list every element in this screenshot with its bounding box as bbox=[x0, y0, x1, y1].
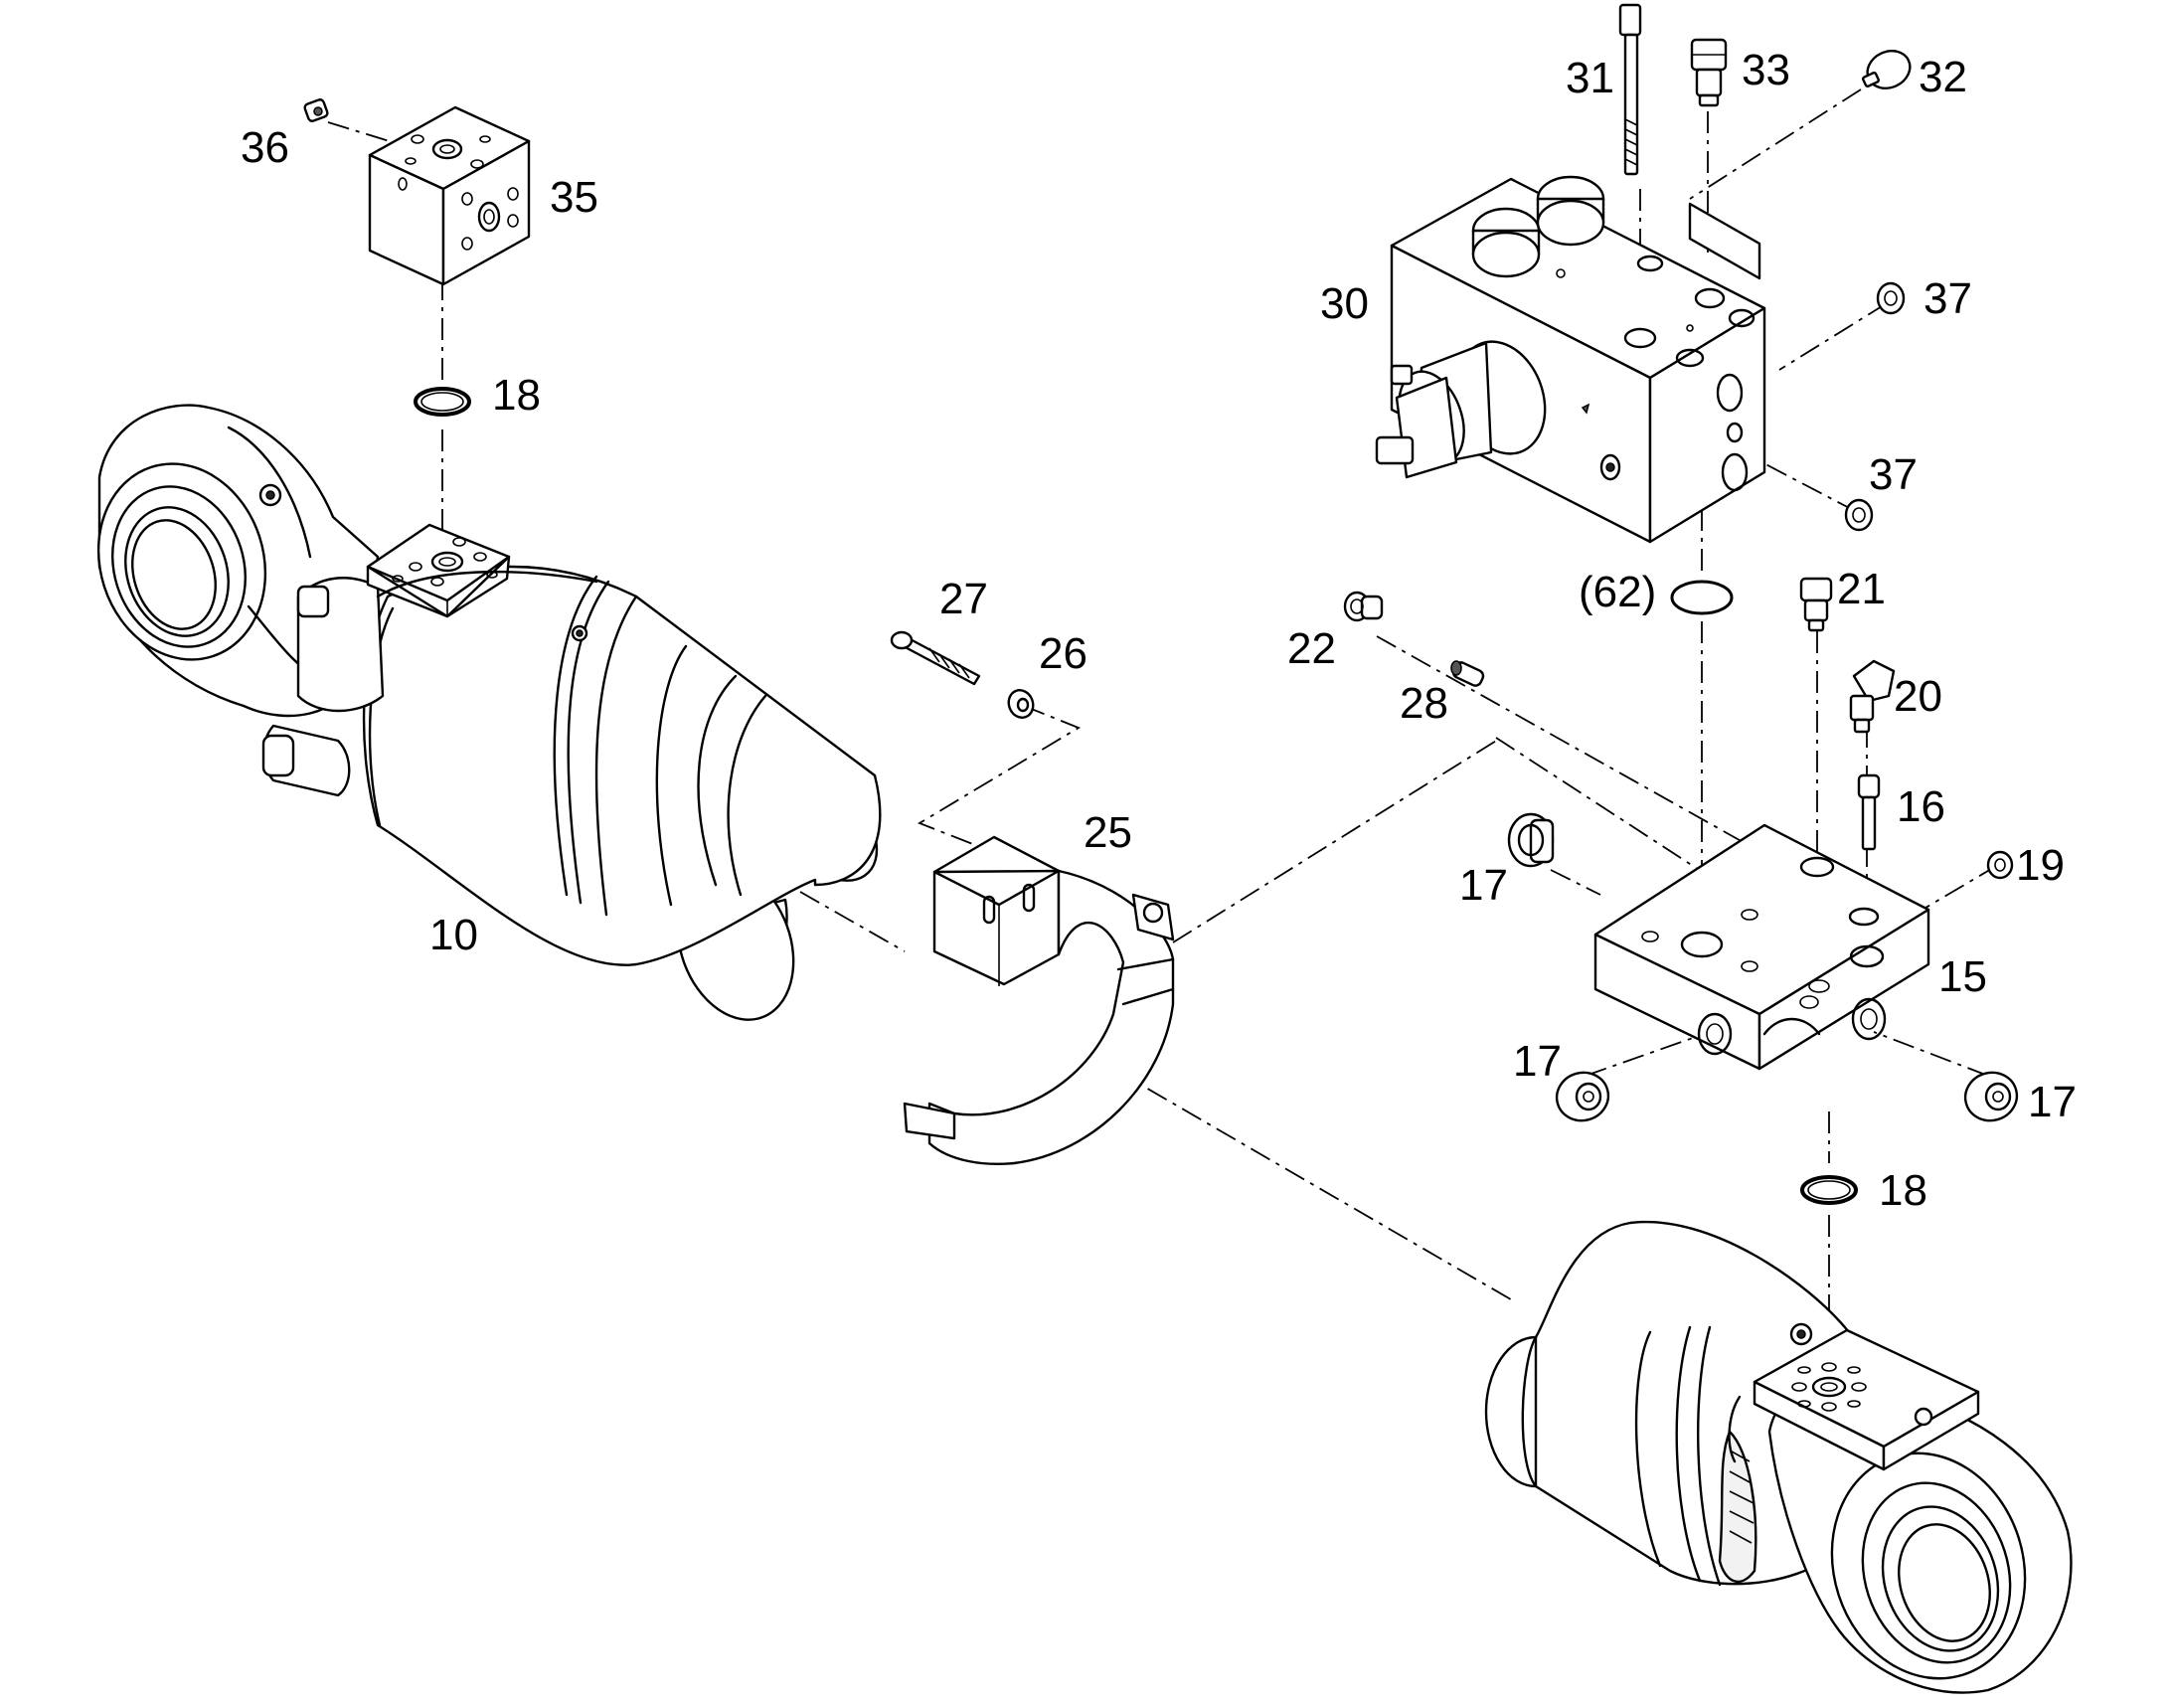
part-18-o-ring-upper bbox=[414, 387, 471, 417]
label-22: 22 bbox=[1287, 624, 1336, 673]
label-18-lower: 18 bbox=[1879, 1166, 1927, 1215]
label-19: 19 bbox=[2016, 841, 2065, 890]
part-36-plug bbox=[303, 98, 329, 122]
label-36: 36 bbox=[241, 123, 289, 172]
part-62-o-ring bbox=[1670, 580, 1734, 615]
label-21: 21 bbox=[1837, 565, 1886, 613]
part-33-fitting bbox=[1690, 38, 1728, 107]
label-15: 15 bbox=[1938, 952, 1987, 1001]
label-17-lower-right: 17 bbox=[2028, 1078, 2077, 1126]
label-17-upper: 17 bbox=[1459, 861, 1508, 910]
part-27-bolt bbox=[890, 630, 981, 686]
label-33: 33 bbox=[1742, 46, 1790, 94]
part-16-bolt bbox=[1857, 773, 1881, 851]
part-25-clamp bbox=[903, 835, 1175, 1165]
part-17-plug-upper bbox=[1507, 812, 1555, 868]
part-15-manifold-block bbox=[1593, 823, 1930, 1071]
label-30: 30 bbox=[1320, 279, 1369, 328]
label-20: 20 bbox=[1894, 672, 1942, 721]
part-28-orifice bbox=[1450, 660, 1485, 687]
label-28: 28 bbox=[1400, 679, 1448, 728]
label-18-upper: 18 bbox=[492, 371, 541, 420]
label-25: 25 bbox=[1084, 808, 1132, 857]
label-35: 35 bbox=[550, 173, 598, 222]
part-10-cylinder-head bbox=[96, 404, 882, 1021]
part-20-elbow-fitting bbox=[1849, 659, 1896, 734]
label-31: 31 bbox=[1566, 54, 1614, 102]
label-17-lower-left: 17 bbox=[1513, 1037, 1562, 1086]
part-31-long-bolt bbox=[1618, 3, 1642, 176]
label-16: 16 bbox=[1897, 782, 1945, 831]
part-32-cap bbox=[1862, 50, 1912, 89]
label-10: 10 bbox=[429, 911, 478, 959]
label-37-upper: 37 bbox=[1923, 274, 1972, 323]
part-30-valve-block bbox=[1375, 175, 1766, 544]
part-37-plug-upper bbox=[1876, 281, 1906, 315]
part-35-adapter-block bbox=[368, 105, 531, 286]
part-26-washer bbox=[1007, 689, 1035, 719]
label-37-lower: 37 bbox=[1869, 450, 1918, 499]
lower-cylinder-assembly bbox=[1484, 1220, 2073, 1694]
part-21-fitting bbox=[1799, 577, 1833, 632]
callout-labels: 36 35 18 10 27 26 25 22 28 30 31 33 32 3… bbox=[241, 46, 2077, 1215]
label-26: 26 bbox=[1039, 629, 1087, 678]
part-17-plug-lower-left bbox=[1555, 1071, 1610, 1122]
label-27: 27 bbox=[939, 575, 988, 623]
part-19-plug bbox=[1986, 850, 2014, 880]
part-17-plug-lower-right bbox=[1963, 1071, 2019, 1122]
part-37-plug-lower bbox=[1844, 498, 1874, 532]
part-18-o-ring-lower bbox=[1800, 1175, 1858, 1205]
label-32: 32 bbox=[1919, 53, 1967, 101]
part-22-plug bbox=[1343, 591, 1384, 622]
label-62: (62) bbox=[1579, 568, 1656, 616]
